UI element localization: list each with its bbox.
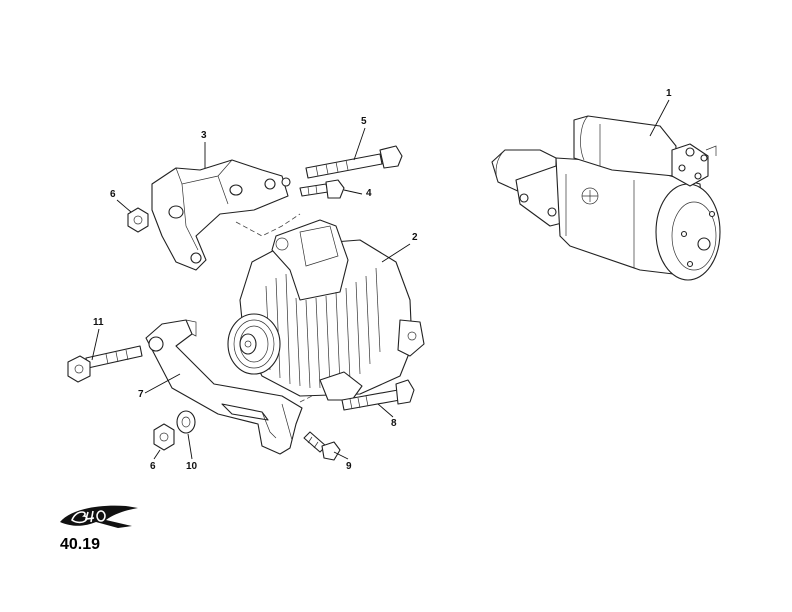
washer (176, 410, 196, 434)
page-number: 40.19 (60, 536, 101, 553)
nut-upper (127, 207, 149, 233)
nut-lower (153, 423, 175, 451)
callout-1: 1 (666, 88, 672, 99)
callout-7: 7 (138, 389, 144, 400)
callout-3: 3 (201, 130, 207, 141)
callout-6-lower: 6 (150, 461, 156, 472)
340r-logo (60, 505, 138, 528)
callout-10: 10 (186, 461, 198, 472)
alignment-line-a (235, 213, 301, 237)
bolt-short-upper (299, 179, 345, 199)
callout-8: 8 (391, 418, 397, 429)
callout-2: 2 (412, 232, 418, 243)
bolt-long-lower (341, 379, 415, 411)
bolt-strap (67, 345, 143, 383)
callout-9: 9 (346, 461, 352, 472)
mounting-bracket (151, 159, 291, 271)
callout-4: 4 (366, 188, 372, 199)
adjusting-strap (145, 319, 303, 455)
leader-lines (91, 99, 670, 460)
bolt-long-upper (305, 145, 403, 179)
callout-5: 5 (361, 116, 367, 127)
callout-6-upper: 6 (110, 189, 116, 200)
bolt-short-lower (303, 431, 341, 461)
starter-motor (491, 115, 721, 281)
alternator (227, 219, 425, 401)
callout-11: 11 (93, 317, 104, 328)
